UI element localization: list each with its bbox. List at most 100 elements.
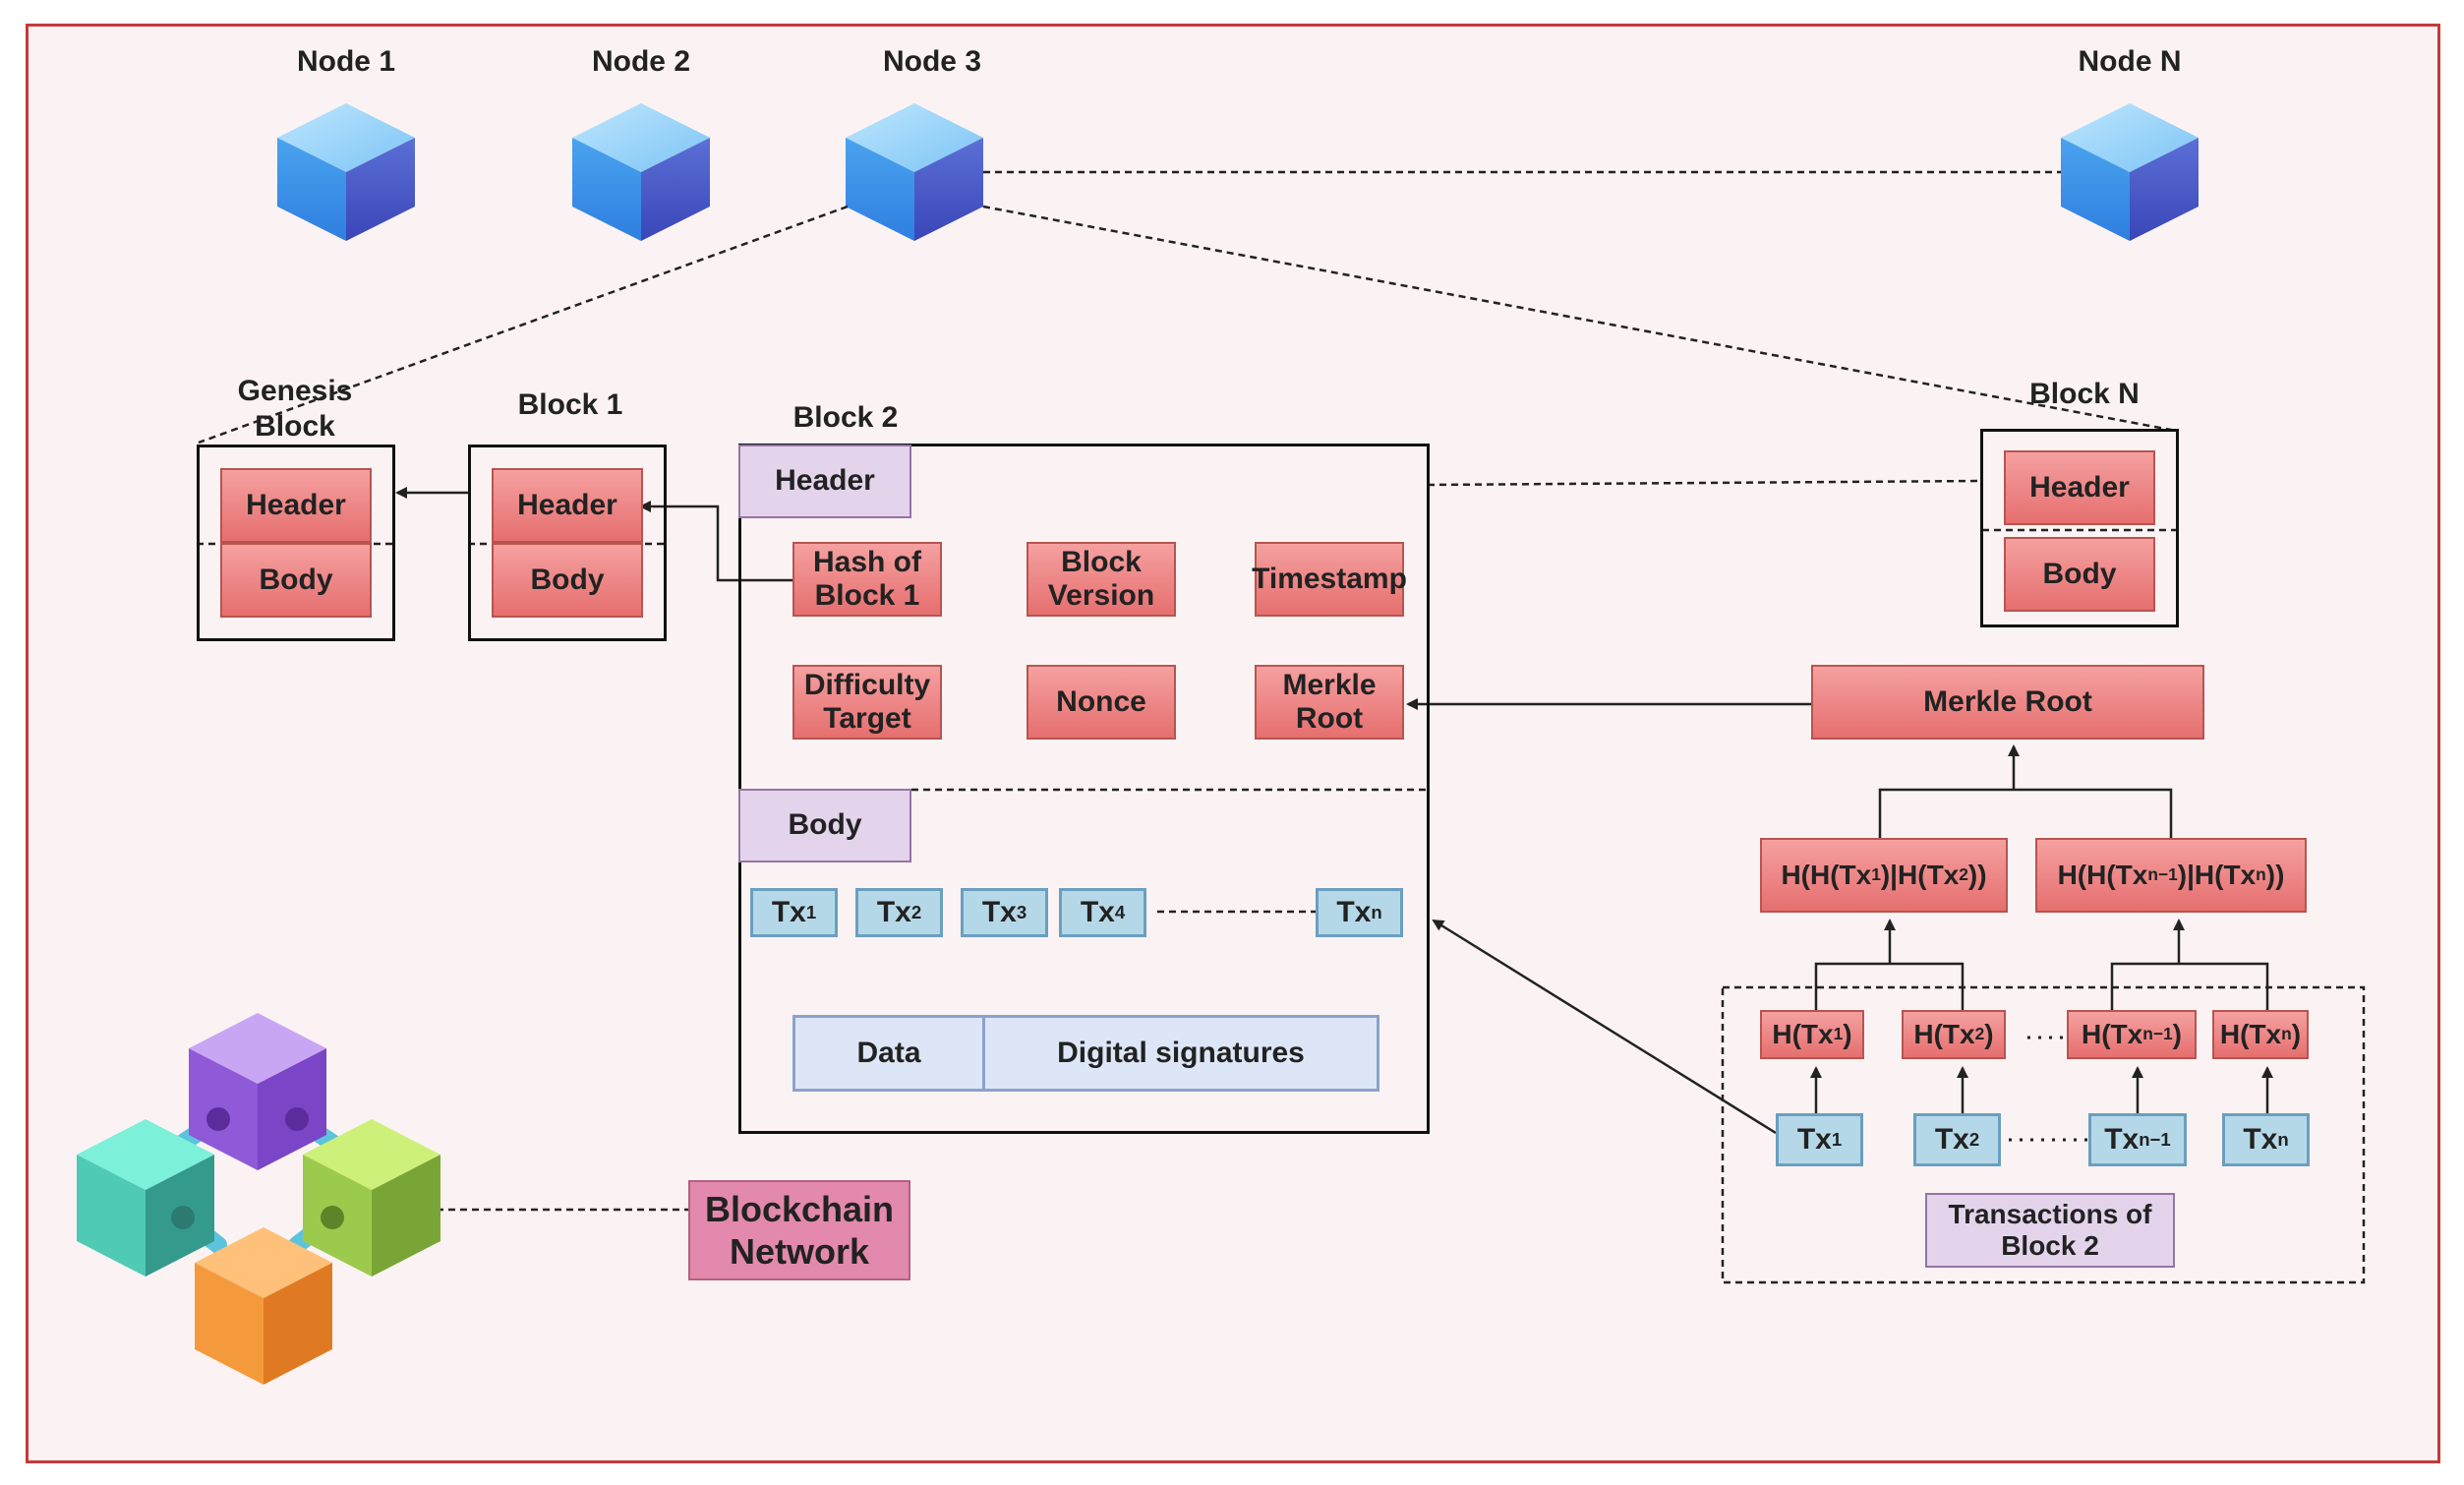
tx-sub: n−1 (2139, 1129, 2171, 1151)
genesis-title-line2: Block (255, 410, 335, 443)
data-cell: Data (792, 1015, 985, 1092)
block-1-header: Header (492, 468, 643, 543)
tx-sub: 4 (1114, 902, 1126, 923)
pr-p1: H(H(Tx (2057, 859, 2148, 890)
tx-sub: 2 (1968, 1129, 1980, 1151)
block-n-title: Block N (2029, 378, 2140, 410)
tx-sub: 1 (805, 902, 817, 923)
tx-base: Tx (2243, 1122, 2278, 1156)
tx-base: Tx (771, 895, 806, 928)
hash-line1: Hash of (812, 545, 921, 578)
block-n (1980, 429, 2179, 627)
h-sub: 2 (1974, 1024, 1985, 1044)
h-sub: n (2281, 1024, 2292, 1044)
dashed-connectors (197, 170, 2366, 1284)
pl-p1: H(H(Tx (1781, 859, 1872, 890)
arrows (395, 487, 2273, 1135)
tx-base: Tx (876, 895, 911, 928)
pl-p3: )) (1967, 859, 1987, 890)
genesis-header: Header (220, 468, 372, 543)
merkle-line1: Merkle (1282, 668, 1377, 701)
network-line2: Network (729, 1231, 870, 1272)
node-n-label: Node N (2079, 45, 2182, 78)
block-2-body-label: Body (738, 789, 911, 862)
node-1-label: Node 1 (297, 45, 395, 78)
h-pre: H(Tx (1913, 1018, 1975, 1049)
block-1 (468, 445, 667, 641)
h-sub: 1 (1833, 1024, 1844, 1044)
block-1-body: Body (492, 543, 643, 618)
h-pre: H(Tx (2082, 1018, 2143, 1049)
difficulty-line1: Difficulty (803, 668, 931, 701)
node-n-icon (2061, 103, 2199, 241)
block-n-header: Header (2004, 450, 2155, 525)
tx-sub: n (1371, 902, 1382, 923)
network-line1: Blockchain (704, 1188, 895, 1229)
h-post: ) (1843, 1018, 1852, 1049)
block-n-body: Body (2004, 537, 2155, 612)
merkle-line2: Root (1295, 702, 1364, 735)
version-line2: Version (1047, 579, 1155, 612)
pl-p2: )|H(Tx (1880, 859, 1960, 890)
node-3-icon (846, 103, 983, 241)
tx-sub: 3 (1016, 902, 1027, 923)
dotted-connectors (1998, 1036, 2088, 1142)
block-2-header-label: Header (738, 445, 911, 518)
h-post: ) (1984, 1018, 1994, 1049)
difficulty-line2: Target (823, 702, 911, 735)
version-line1: Block (1061, 545, 1142, 578)
caption-line1: Transactions of (1948, 1198, 2152, 1229)
pr-s1: n−1 (2147, 864, 2178, 885)
node-2-label: Node 2 (592, 45, 690, 78)
genesis-title-line1: Genesis (237, 375, 353, 407)
tx-base: Tx (1336, 895, 1372, 928)
genesis-block-title: Genesis Block (226, 374, 364, 445)
hash-line2: Block 1 (814, 579, 920, 612)
field-timestamp: Timestamp (1252, 542, 1407, 617)
h-post: ) (2291, 1018, 2302, 1049)
pr-p2: )|H(Tx (2177, 859, 2257, 890)
pr-p3: )) (2265, 859, 2285, 890)
tx-sub: 2 (910, 902, 922, 923)
h-pre: H(Tx (1772, 1018, 1834, 1049)
tx-base: Tx (1080, 895, 1115, 928)
digital-signatures-cell: Digital signatures (982, 1015, 1379, 1092)
h-pre: H(Tx (2219, 1018, 2282, 1049)
genesis-block (197, 445, 395, 641)
pr-s2: n (2256, 864, 2266, 885)
field-nonce: Nonce (1027, 665, 1176, 740)
genesis-body: Body (220, 543, 372, 618)
h-sub: n−1 (2142, 1024, 2173, 1044)
tx-base: Tx (981, 895, 1017, 928)
tx-base: Tx (1934, 1122, 1969, 1156)
block-1-title: Block 1 (517, 388, 623, 421)
tx-base: Tx (2104, 1122, 2140, 1156)
block-2-title: Block 2 (792, 401, 899, 434)
tx-base: Tx (1796, 1122, 1832, 1156)
node-3-label: Node 3 (883, 45, 981, 78)
h-post: ) (2172, 1018, 2182, 1049)
merkle-root: Merkle Root (1811, 665, 2204, 740)
